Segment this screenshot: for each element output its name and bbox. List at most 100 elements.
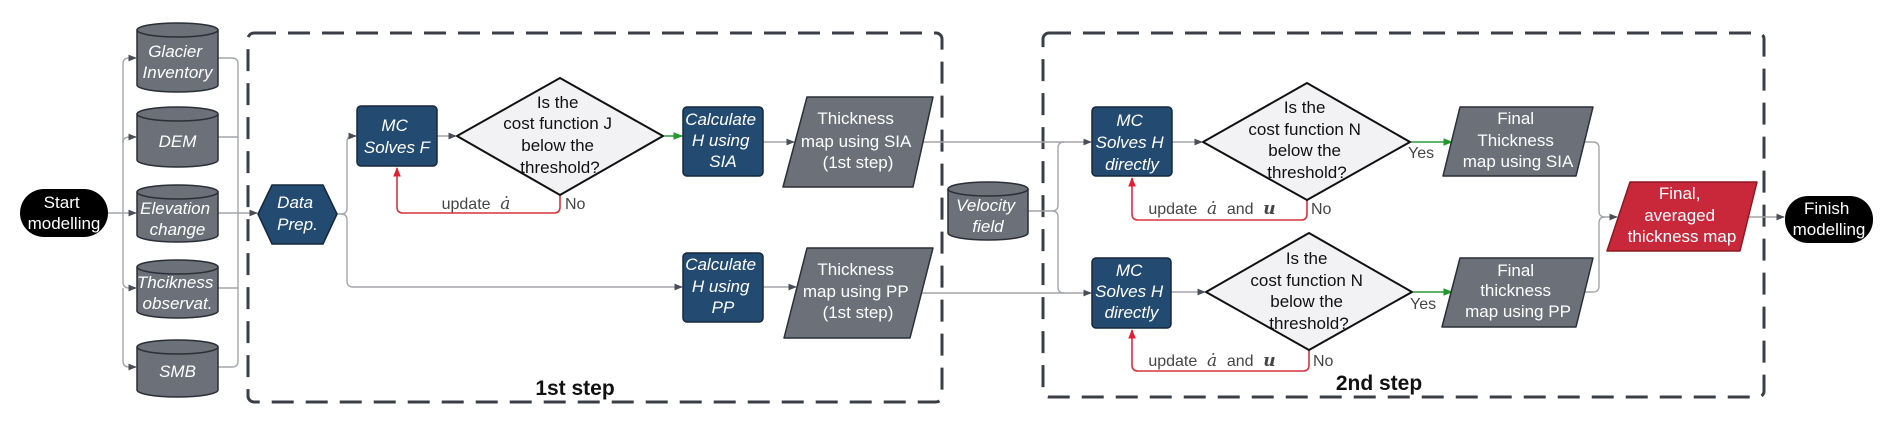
label-line: Is the (537, 93, 579, 112)
label-line: map using PP (1465, 302, 1571, 321)
connector-start-to-thickness (122, 213, 137, 292)
finish-line-1: Finish (1804, 199, 1849, 218)
hexagon-icon (257, 184, 338, 245)
input-thickness-observations-label: Thcikness observat. (137, 273, 218, 313)
group-step2-title: 2nd step (1336, 372, 1422, 395)
mc-solves-h-sia-node: MC Solves H directly (1091, 106, 1173, 177)
parallelogram-icon (1442, 106, 1594, 177)
connector-data-prep-to-mc-f (337, 132, 357, 215)
label-line: Thcikness (137, 273, 214, 292)
label-line: map using SIA (801, 132, 912, 151)
decision-n-sia-yes-label: Yes (1408, 145, 1434, 162)
group-step2: 2nd step (1041, 31, 1766, 399)
input-dem: DEM (136, 106, 219, 168)
label-line: below the (1270, 292, 1343, 311)
label-line: thickness (1480, 281, 1551, 300)
parallelogram-icon (1606, 181, 1758, 252)
database-icon (136, 29, 219, 93)
feedback-var-u: u (1263, 351, 1275, 371)
database-icon-top (136, 339, 219, 355)
label-line: map using PP (803, 282, 909, 301)
label-line: threshold? (520, 158, 599, 177)
feedback-text: update (442, 196, 491, 213)
input-elevation-change: Elevation change (136, 184, 219, 243)
start-terminal-label: Start modelling (28, 193, 101, 233)
decision-n-sia-node: Is the cost function N below the thresho… (1202, 82, 1411, 201)
label-line: Is the (1284, 98, 1326, 117)
feedback-var-a-dot: ȧ (1207, 199, 1217, 219)
final-map-sia-label: Final Thickness map using SIA (1463, 109, 1574, 171)
parallelogram-icon (783, 247, 934, 339)
label-line: below the (1268, 141, 1341, 160)
label-line: cost function N (1248, 120, 1360, 139)
feedback-text: update (1148, 201, 1197, 218)
process-box (356, 105, 438, 167)
label-line: change (150, 220, 206, 239)
connector-velocity-down (1051, 210, 1065, 294)
label-line: Thickness (1477, 131, 1554, 150)
feedback-n-sia-label: update ȧ and u (1148, 199, 1275, 219)
connector-velocity-up (1028, 141, 1065, 212)
diamond-icon (456, 77, 664, 196)
mc-solves-f-label: MC Solves F (364, 116, 432, 157)
label-line: Thickness (817, 260, 894, 279)
group-step1: 1st step (246, 31, 944, 404)
input-smb: SMB (136, 339, 219, 398)
label-line: Final (1497, 109, 1534, 128)
database-icon (136, 266, 219, 319)
decision-n-pp-yes-label: Yes (1410, 296, 1436, 313)
label-line: Velocity (956, 196, 1016, 215)
feedback-var-u: u (1263, 199, 1275, 219)
label-line: MC (1116, 111, 1143, 130)
label-line: H using (692, 277, 750, 296)
parallelogram-icon (782, 96, 934, 188)
data-prep-node: Data Prep. (257, 184, 338, 245)
label-line: threshold? (1269, 314, 1348, 333)
start-line-1: Start (44, 193, 80, 212)
connector-decision-pp-no-feedback (1128, 329, 1310, 372)
database-icon (947, 188, 1029, 241)
label-line: thickness map (1628, 227, 1737, 246)
finish-terminal-shape (1785, 196, 1873, 243)
decision-j-no-label: No (565, 196, 586, 213)
feedback-n-pp-label: update ȧ and u (1148, 351, 1275, 371)
decision-j-node: Is the cost function J below the thresho… (456, 77, 664, 196)
label-line: threshold? (1267, 163, 1346, 182)
label-line: averaged (1644, 206, 1715, 225)
feedback-conj: and (1227, 353, 1254, 370)
connector-final-sia-to-result (1584, 141, 1618, 221)
input-elevation-change-label: Elevation change (140, 199, 215, 239)
label-line: Solves H (1096, 133, 1165, 152)
mc-solves-f-node: MC Solves F (356, 105, 438, 167)
label-line: Calculate (685, 110, 756, 129)
input-glacier-inventory-label: Glacier Inventory (143, 42, 214, 82)
final-map-pp-label: Final thickness map using PP (1465, 261, 1571, 321)
map-pp-label: Thickness map using PP (1st step) (803, 260, 913, 322)
feedback-j-label: update ȧ (442, 194, 511, 214)
database-icon-top (947, 181, 1029, 197)
map-sia-node: Thickness map using SIA (1st step) (782, 96, 934, 188)
label-line: Solves H (1095, 282, 1164, 301)
finish-terminal: Finish modelling (1785, 196, 1873, 243)
label-line: Solves F (364, 138, 432, 157)
input-thickness-observations: Thcikness observat. (136, 259, 219, 319)
label-line: Glacier (148, 42, 203, 61)
process-box (682, 106, 764, 177)
decision-n-pp-label: Is the cost function N below the thresho… (1250, 249, 1367, 333)
input-velocity-field: Velocity field (947, 181, 1029, 241)
label-line: Inventory (143, 63, 214, 82)
label-line: Elevation (140, 199, 210, 218)
label-line: DEM (159, 132, 198, 151)
start-terminal: Start modelling (20, 189, 108, 237)
calc-sia-node: Calculate H using SIA (682, 106, 764, 177)
calc-sia-label: Calculate H using SIA (685, 110, 761, 171)
label-line: Thickness (817, 109, 894, 128)
calc-pp-label: Calculate H using PP (685, 255, 761, 317)
label-line: (1st step) (823, 153, 894, 172)
calc-pp-node: Calculate H using PP (682, 252, 764, 323)
feedback-var-a-dot: ȧ (1207, 351, 1217, 371)
label-line: Final (1497, 261, 1534, 280)
label-line: Calculate (685, 255, 756, 274)
group-step1-title: 1st step (535, 377, 614, 400)
label-line: H using (692, 131, 750, 150)
